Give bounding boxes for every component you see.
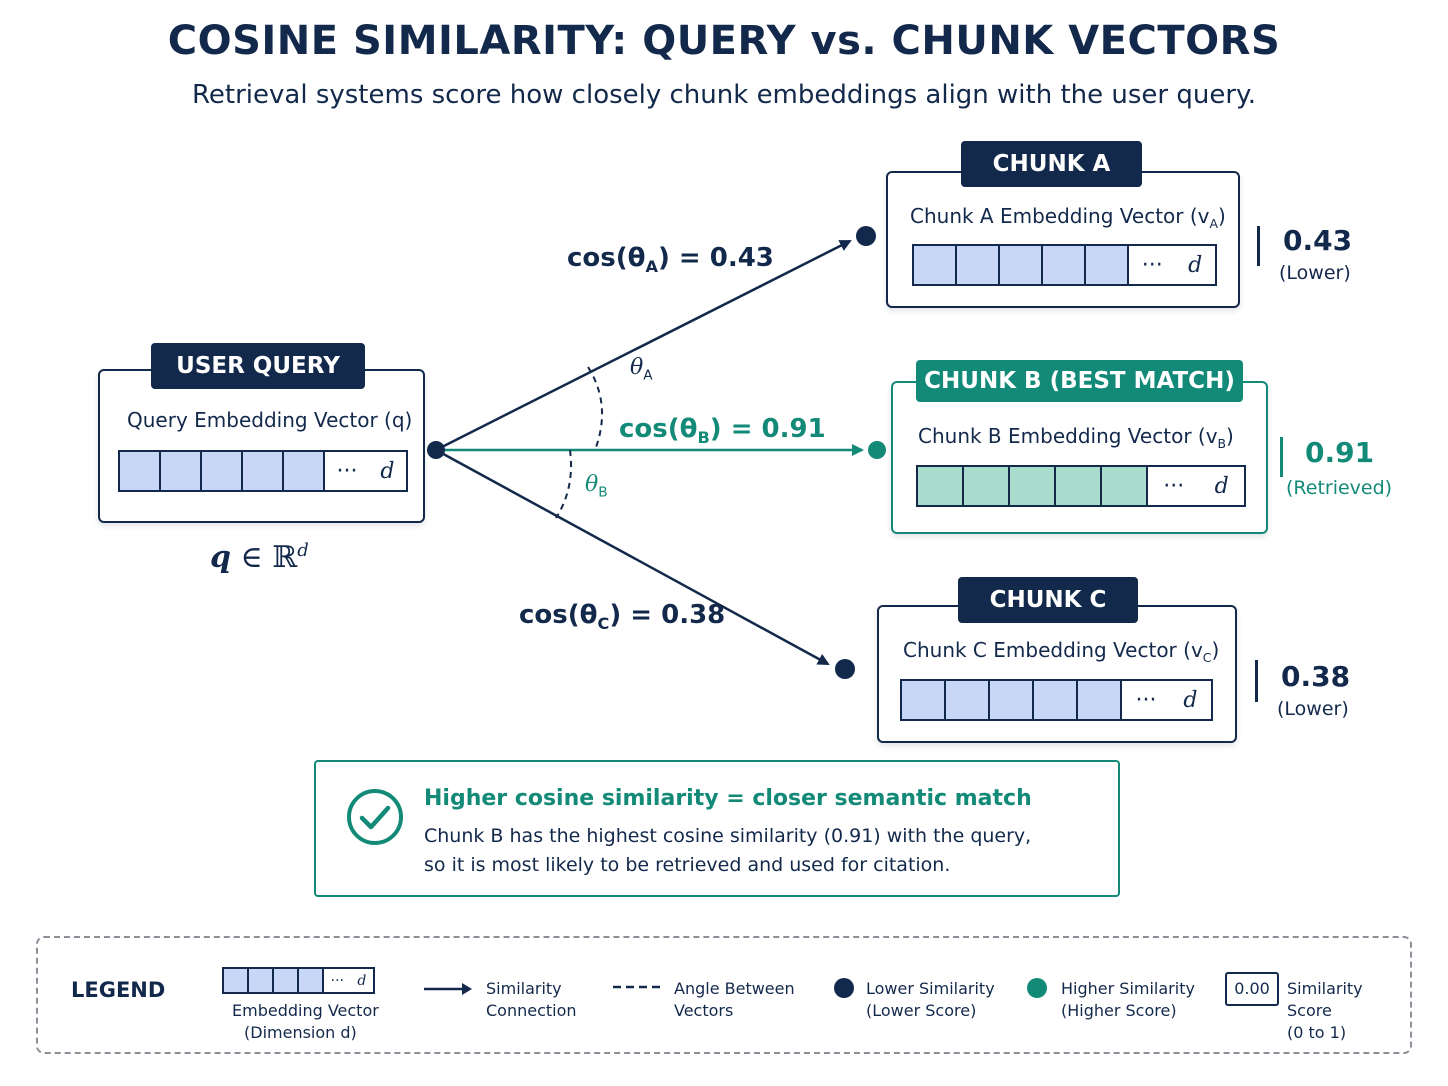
chunk-c-tag: CHUNK C — [958, 577, 1138, 623]
chunk-a-score-label: (Lower) — [1279, 262, 1351, 284]
angle-a-label: θA — [630, 355, 653, 384]
insight-line-2: so it is most likely to be retrieved and… — [424, 854, 951, 876]
legend-embedding-swatch: ···d — [222, 967, 375, 994]
legend-arrow-icon — [424, 983, 472, 995]
query-origin-dot — [427, 441, 445, 459]
chunk-c-vector-bar: ···d — [900, 679, 1213, 721]
legend-score-label: Similarity Score(0 to 1) — [1287, 979, 1363, 1042]
chunk-a-vector-label: Chunk A Embedding Vector (vA) — [910, 204, 1226, 231]
chunk-a-tag: CHUNK A — [961, 141, 1142, 187]
chunk-a-point-dot — [856, 226, 876, 246]
angle-b-arc — [555, 449, 573, 519]
legend: LEGEND ···d Embedding Vector(Dimension d… — [36, 936, 1412, 1054]
legend-green-dot-icon — [1027, 978, 1047, 998]
angle-b-label: θB — [585, 472, 608, 501]
legend-higher-label: Higher Similarity(Higher Score) — [1061, 979, 1195, 1020]
chunk-b-card — [891, 381, 1268, 534]
chunk-b-score-divider — [1280, 437, 1283, 477]
chunk-b-score-label: (Retrieved) — [1286, 477, 1393, 499]
legend-lower-label: Lower Similarity(Lower Score) — [866, 979, 995, 1020]
query-vector-label: Query Embedding Vector (q) — [127, 408, 413, 432]
insight-callout: Higher cosine similarity = closer semant… — [314, 760, 1120, 897]
chunk-b-tag: CHUNK B (BEST MATCH) — [916, 360, 1243, 402]
legend-navy-dot-icon — [834, 978, 854, 998]
connection-b-label: cos(θB) = 0.91 — [619, 414, 826, 448]
connection-c-arrow — [435, 448, 830, 666]
chunk-a-vector-bar: ···d — [912, 244, 1217, 286]
chunk-b-vector-label: Chunk B Embedding Vector (vB) — [918, 424, 1234, 451]
insight-line-1: Chunk B has the highest cosine similarit… — [424, 825, 1032, 847]
angle-a-arc — [587, 366, 604, 451]
insight-heading: Higher cosine similarity = closer semant… — [424, 786, 1032, 811]
chunk-c-score-label: (Lower) — [1277, 698, 1349, 720]
query-dimension-formula: q ∈ ℝd — [210, 540, 309, 575]
legend-embedding-label: Embedding Vector(Dimension d) — [232, 1001, 379, 1042]
chunk-a-card — [886, 171, 1240, 308]
query-vector-bar: ···d — [118, 450, 408, 492]
chunk-c-score-divider — [1255, 660, 1258, 702]
legend-title: LEGEND — [71, 978, 166, 1002]
connection-a-label: cos(θA) = 0.43 — [567, 243, 774, 277]
legend-score-box: 0.00 — [1225, 972, 1279, 1006]
legend-dashed-line-icon — [613, 985, 661, 989]
chunk-c-score: 0.38 — [1281, 660, 1351, 693]
page-title: COSINE SIMILARITY: QUERY vs. CHUNK VECTO… — [167, 18, 1281, 64]
connection-c-label: cos(θC) = 0.38 — [519, 600, 726, 634]
chunk-b-point-dot — [868, 441, 886, 459]
chunk-c-card — [877, 605, 1237, 743]
user-query-card — [98, 369, 425, 523]
chunk-c-vector-label: Chunk C Embedding Vector (vC) — [903, 638, 1220, 665]
connection-a-arrow — [435, 239, 852, 452]
page-subtitle: Retrieval systems score how closely chun… — [192, 80, 1256, 110]
check-circle-icon — [347, 789, 403, 845]
chunk-c-point-dot — [835, 659, 855, 679]
chunk-a-score-divider — [1257, 226, 1260, 266]
chunk-b-score: 0.91 — [1305, 436, 1375, 469]
chunk-a-score: 0.43 — [1283, 224, 1353, 257]
chunk-b-vector-bar: ···d — [916, 465, 1246, 507]
user-query-tag: USER QUERY — [151, 343, 365, 389]
